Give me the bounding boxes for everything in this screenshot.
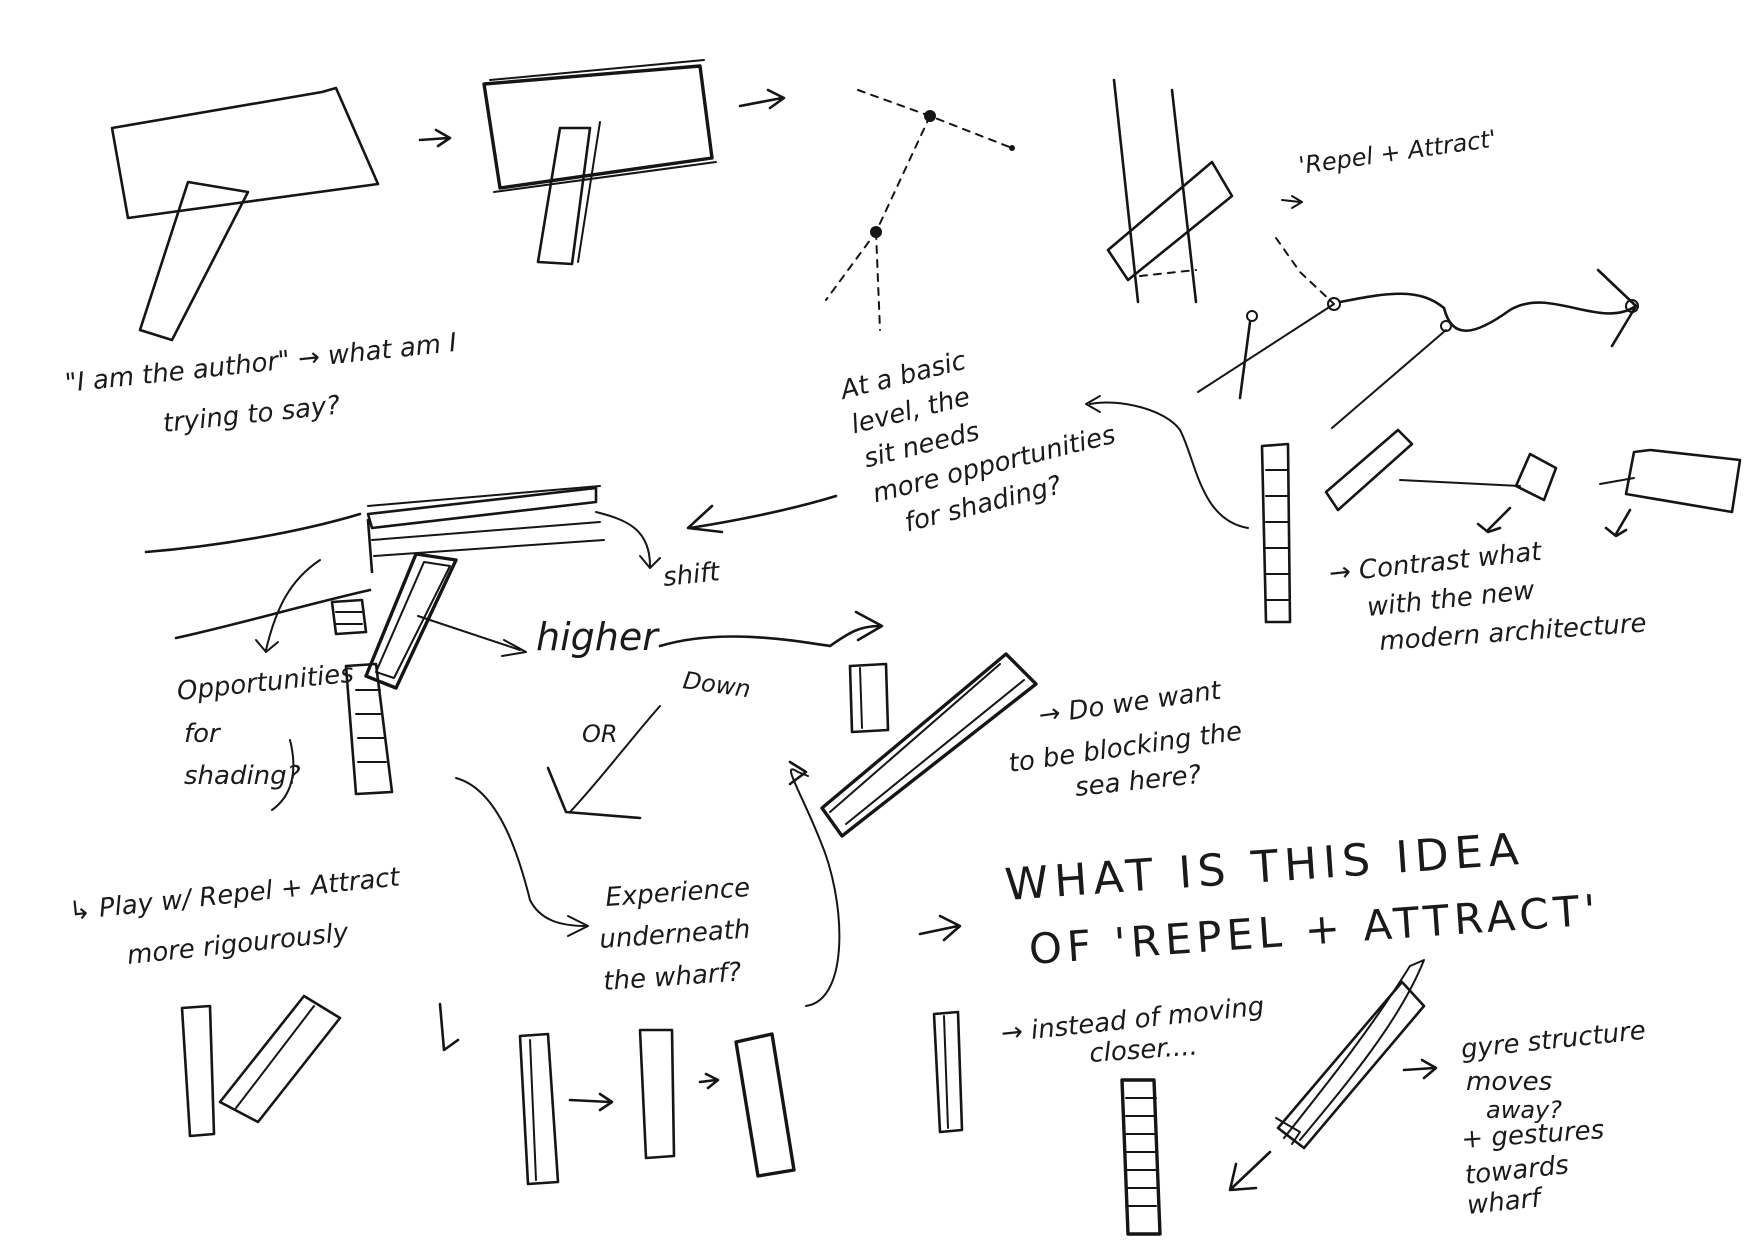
down-arrow-icon	[548, 768, 640, 818]
sketch-dashed-nodes	[826, 90, 1015, 330]
note-or: OR	[582, 720, 618, 748]
note-opportunities-1: Opportunities	[176, 659, 356, 707]
note-instead-2: closer....	[1088, 1031, 1198, 1068]
note-higher: higher	[536, 615, 660, 659]
sketch-repel-piers	[182, 996, 794, 1184]
note-down: Down	[681, 666, 752, 703]
note-experience-3: the wharf?	[602, 957, 742, 997]
note-basic-level: At a basic level, the sit needs more opp…	[836, 315, 1127, 546]
note-shift: shift	[662, 557, 722, 593]
sketch-blocking-sea	[822, 654, 1036, 836]
note-repel-attract: 'Repel + Attract'	[1297, 125, 1498, 180]
sketch-block-pier-1	[112, 88, 378, 340]
note-experience-2: underneath	[598, 915, 751, 955]
note-gyre-4: + gestures	[1460, 1115, 1605, 1155]
note-opportunities-2: for	[184, 719, 222, 749]
arrow-icon	[420, 130, 450, 146]
arrow-icon	[920, 916, 960, 940]
note-opportunities-3: shading?	[184, 761, 301, 791]
arrow-icon	[456, 778, 586, 926]
sketch-repel-attract-block	[1108, 80, 1232, 302]
sketch-block-pier-2	[484, 60, 716, 264]
sketch-flow-path	[1198, 238, 1638, 428]
arrow-icon	[688, 506, 722, 532]
arrow-icon	[740, 90, 784, 108]
arrow-icon	[791, 769, 839, 1006]
note-experience-1: Experience	[604, 873, 751, 913]
arrow-icon	[690, 496, 836, 528]
note-gyre-2: moves	[1466, 1067, 1552, 1097]
arrow-icon	[660, 626, 880, 646]
note-play-1: ↳ Play w/ Repel + Attract	[68, 862, 402, 927]
arrow-icon	[1282, 196, 1302, 208]
note-gyre-1: gyre structure	[1460, 1016, 1648, 1065]
note-author-2: trying to say?	[162, 391, 342, 439]
note-author-1: "I am the author" → what am I	[64, 328, 459, 399]
note-play-2: more rigourously	[126, 918, 351, 971]
